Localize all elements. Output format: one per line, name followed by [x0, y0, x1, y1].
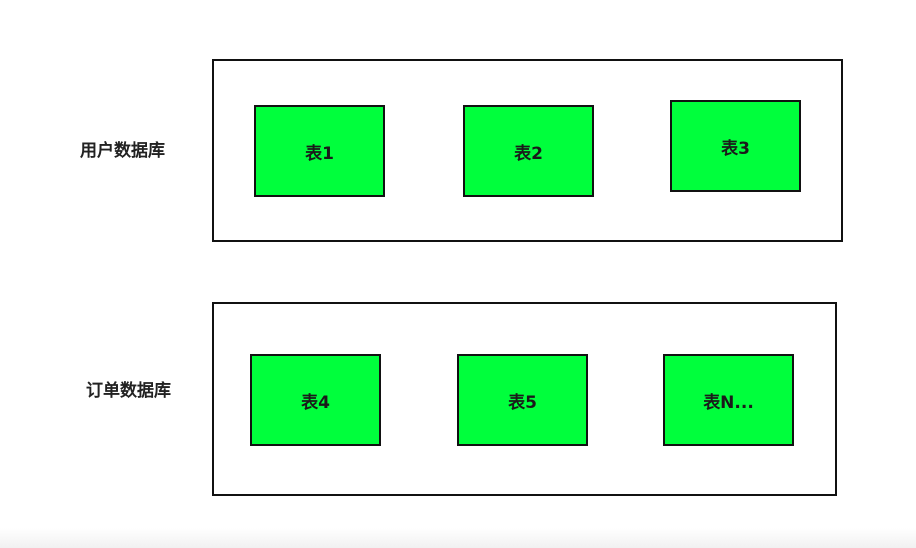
user-database-box: 表1 表2 表3 [212, 59, 843, 242]
table-4: 表4 [250, 354, 381, 446]
table-2: 表2 [463, 105, 594, 197]
bottom-strip [0, 528, 916, 548]
table-1: 表1 [254, 105, 385, 197]
user-database-label: 用户数据库 [80, 141, 165, 161]
order-database-box: 表4 表5 表N... [212, 302, 837, 496]
order-database-label: 订单数据库 [86, 381, 171, 401]
table-n: 表N... [663, 354, 794, 446]
table-5: 表5 [457, 354, 588, 446]
table-3: 表3 [670, 100, 801, 192]
